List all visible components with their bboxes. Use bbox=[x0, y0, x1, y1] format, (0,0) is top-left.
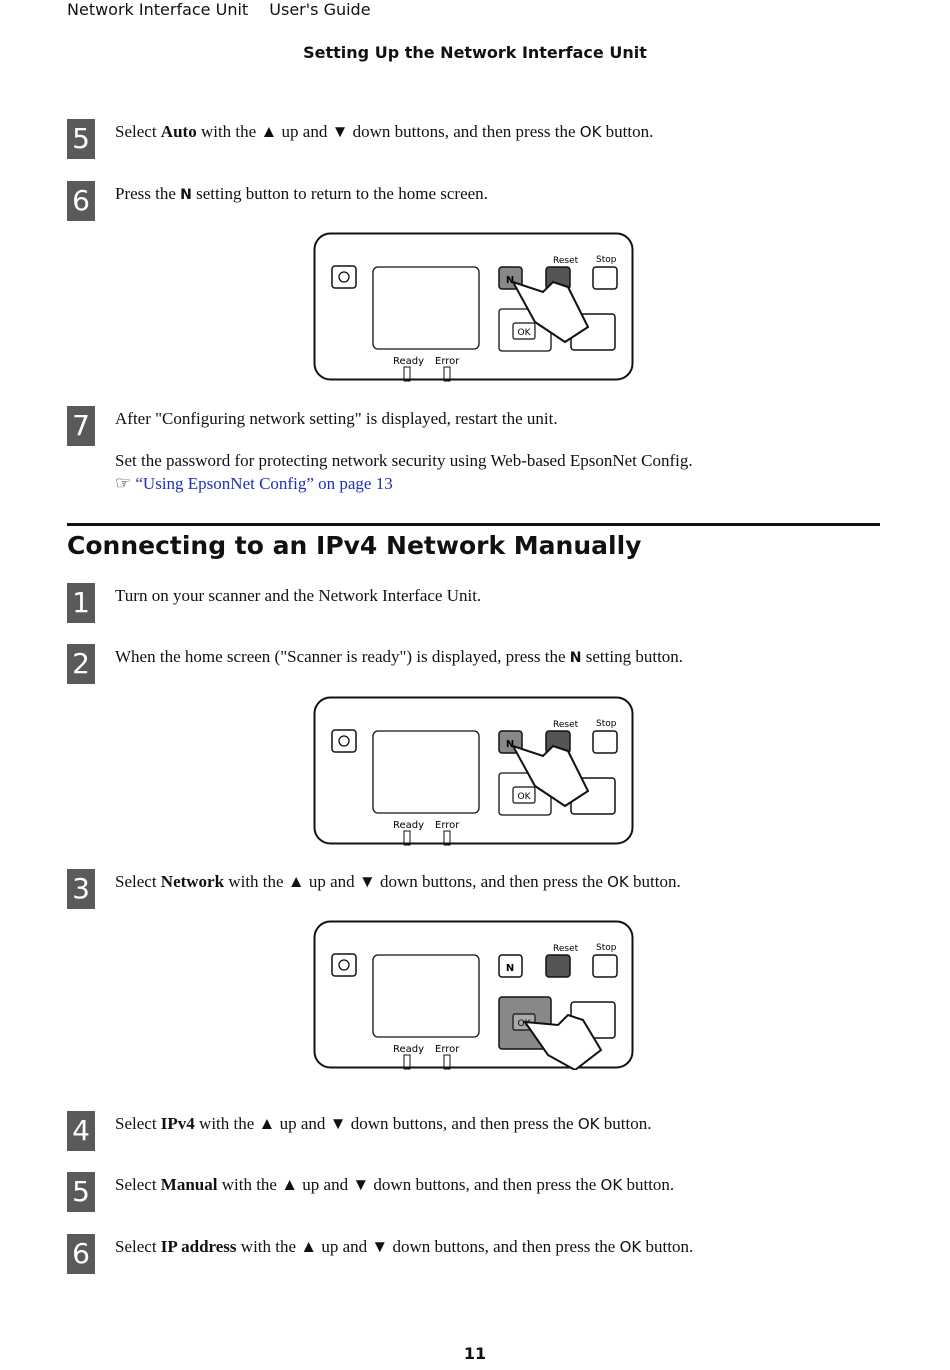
lcd-screen bbox=[372, 266, 480, 350]
step-text: Select IP address with the ▲ up and ▼ do… bbox=[115, 1237, 694, 1256]
step-number: 4 bbox=[67, 1111, 95, 1151]
setting-icon: N bbox=[506, 739, 514, 750]
step-number: 6 bbox=[67, 1234, 95, 1274]
step-text: Select Manual with the ▲ up and ▼ down b… bbox=[115, 1175, 675, 1194]
running-header: Network Interface Unit User's Guide bbox=[67, 0, 387, 19]
setting-icon: N bbox=[180, 187, 192, 203]
power-icon bbox=[338, 959, 350, 971]
header-doc-type: User's Guide bbox=[269, 0, 371, 19]
error-led bbox=[443, 366, 451, 382]
section-divider bbox=[67, 523, 880, 526]
stop-label: Stop bbox=[596, 719, 617, 729]
pointer-hand-icon: ☞ bbox=[115, 473, 132, 493]
ready-led bbox=[403, 366, 411, 382]
setting-button bbox=[498, 954, 523, 978]
pointing-hand bbox=[510, 744, 590, 808]
ready-led bbox=[403, 1054, 411, 1070]
power-icon bbox=[338, 735, 350, 747]
stop-button bbox=[592, 266, 618, 290]
ok-label: OK bbox=[518, 328, 532, 338]
reset-label: Reset bbox=[553, 720, 579, 730]
error-label: Error bbox=[435, 820, 460, 831]
error-led bbox=[443, 1054, 451, 1070]
header-title: Network Interface Unit bbox=[67, 0, 249, 19]
lcd-screen bbox=[372, 730, 480, 814]
ok-button bbox=[512, 786, 536, 804]
step-number: 3 bbox=[67, 869, 95, 909]
step-text: When the home screen ("Scanner is ready"… bbox=[115, 646, 915, 669]
section-title: Connecting to an IPv4 Network Manually bbox=[67, 531, 642, 560]
reset-button bbox=[545, 954, 571, 978]
pointing-hand bbox=[522, 1013, 603, 1070]
step-number: 2 bbox=[67, 644, 95, 684]
ok-label: OK bbox=[518, 792, 532, 802]
stop-label: Stop bbox=[596, 943, 617, 953]
ready-label: Ready bbox=[393, 356, 424, 367]
step-number: 1 bbox=[67, 583, 95, 623]
stop-button bbox=[592, 954, 618, 978]
stop-label: Stop bbox=[596, 255, 617, 265]
control-panel-illustration: N Reset Stop OK Ready Error bbox=[313, 232, 634, 382]
error-label: Error bbox=[435, 1044, 460, 1055]
step-number: 5 bbox=[67, 1172, 95, 1212]
error-label: Error bbox=[435, 356, 460, 367]
power-button bbox=[331, 729, 357, 753]
step-text: Press the N setting button to return to … bbox=[115, 183, 915, 206]
cross-reference: ☞ “Using EpsonNet Config” on page 13 bbox=[115, 472, 915, 495]
reset-label: Reset bbox=[553, 944, 579, 954]
pointing-hand bbox=[510, 280, 590, 344]
control-panel-illustration: N Reset Stop OK Ready Error bbox=[313, 696, 634, 846]
setting-icon: N bbox=[506, 275, 514, 286]
step-text: Select IPv4 with the ▲ up and ▼ down but… bbox=[115, 1114, 652, 1133]
reset-label: Reset bbox=[553, 256, 579, 266]
ok-button bbox=[512, 322, 536, 340]
power-button bbox=[331, 265, 357, 289]
cross-reference-link[interactable]: “Using EpsonNet Config” on page 13 bbox=[135, 474, 393, 493]
step-text: Select Auto with the ▲ up and ▼ down but… bbox=[115, 122, 654, 141]
ready-label: Ready bbox=[393, 820, 424, 831]
step-number: 7 bbox=[67, 406, 95, 446]
step-text: Turn on your scanner and the Network Int… bbox=[115, 586, 482, 605]
power-button bbox=[331, 953, 357, 977]
setting-icon: N bbox=[506, 963, 514, 974]
power-icon bbox=[338, 271, 350, 283]
section-header: Setting Up the Network Interface Unit bbox=[303, 43, 647, 62]
stop-button bbox=[592, 730, 618, 754]
setting-icon: N bbox=[569, 650, 582, 666]
lcd-screen bbox=[372, 954, 480, 1038]
step-number: 5 bbox=[67, 119, 95, 159]
page-number: 11 bbox=[463, 1344, 487, 1363]
step-note: Set the password for protecting network … bbox=[115, 451, 693, 470]
step-text: Select Network with the ▲ up and ▼ down … bbox=[115, 872, 681, 891]
ok-label: OK bbox=[518, 1019, 532, 1029]
ready-led bbox=[403, 830, 411, 846]
step-number: 6 bbox=[67, 181, 95, 221]
error-led bbox=[443, 830, 451, 846]
step-text: After "Configuring network setting" is d… bbox=[115, 409, 558, 428]
ready-label: Ready bbox=[393, 1044, 424, 1055]
control-panel-illustration: N Reset Stop OK Ready Error bbox=[313, 920, 634, 1070]
